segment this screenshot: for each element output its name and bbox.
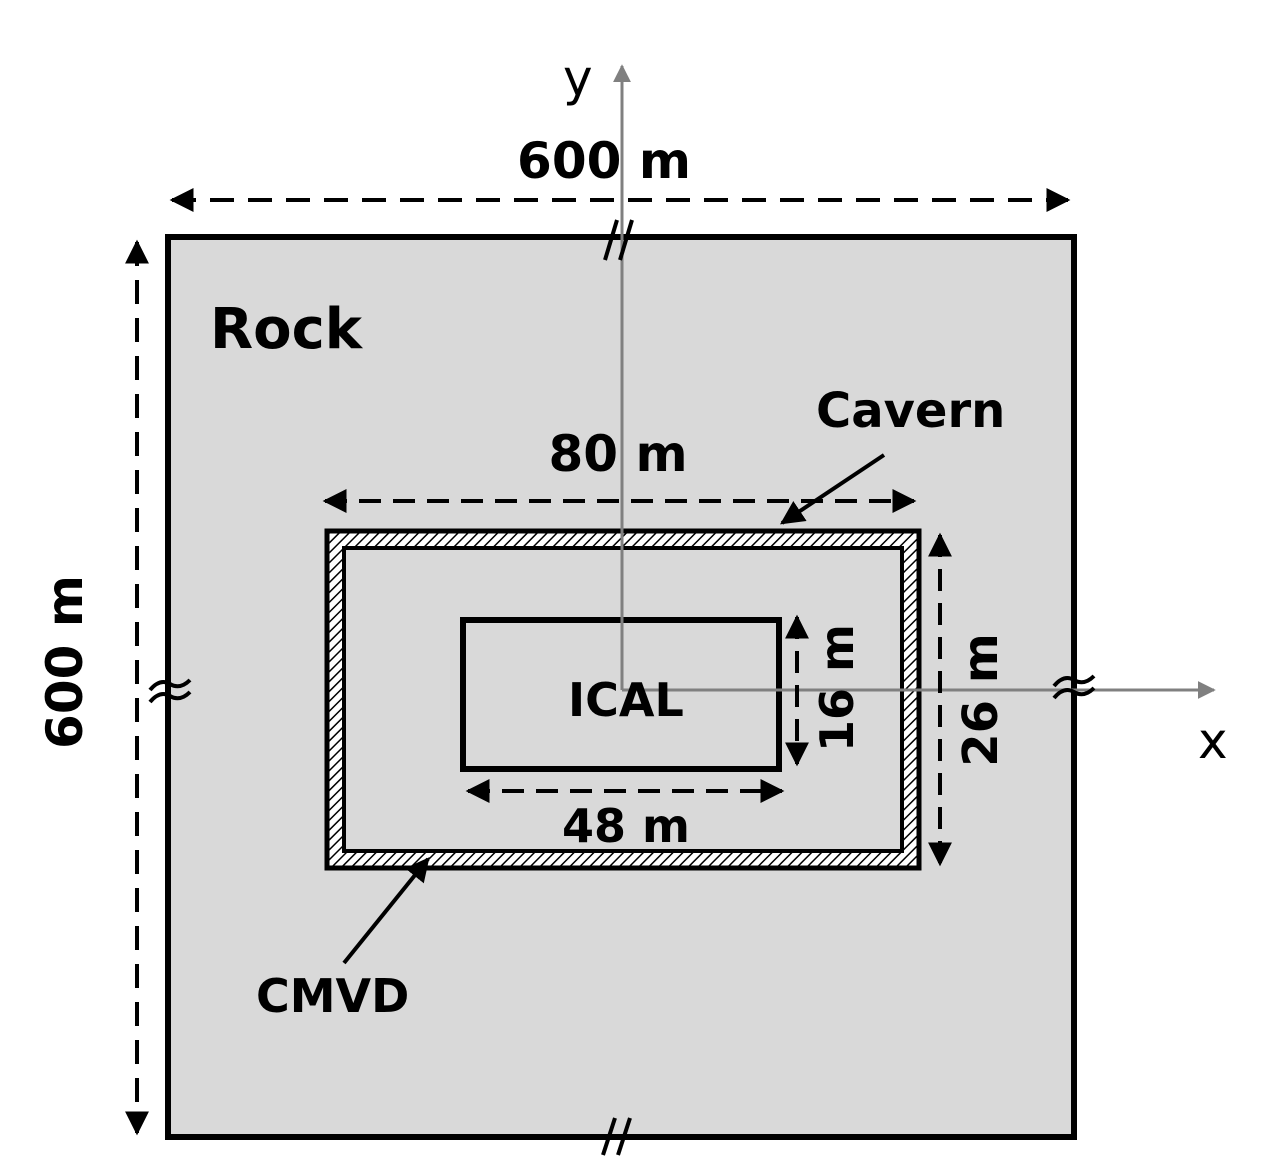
ical-width-label: 48 m [562, 799, 690, 853]
cavern-width-label: 80 m [548, 425, 687, 483]
rock-height-label: 600 m [36, 575, 94, 749]
ical-detector [460, 617, 782, 772]
rock-width-label: 600 m [517, 132, 691, 190]
cmvd-label: CMVD [256, 969, 409, 1023]
ical-label: ICAL [568, 673, 684, 727]
break-mark-top [603, 219, 634, 261]
break-mark-left [148, 678, 192, 704]
rock-label: Rock [210, 297, 364, 362]
break-mark-right [1052, 674, 1096, 700]
cavern-leader-line [780, 453, 886, 525]
cavern-label: Cavern [816, 383, 1005, 439]
y-axis-label: y [563, 49, 593, 107]
ical-height-label: 16 m [810, 624, 864, 752]
break-mark-bottom [601, 1117, 632, 1156]
cmvd-leader-line [342, 857, 430, 965]
x-axis-label: x [1198, 712, 1228, 770]
cavern-height-label: 26 m [953, 633, 1009, 767]
